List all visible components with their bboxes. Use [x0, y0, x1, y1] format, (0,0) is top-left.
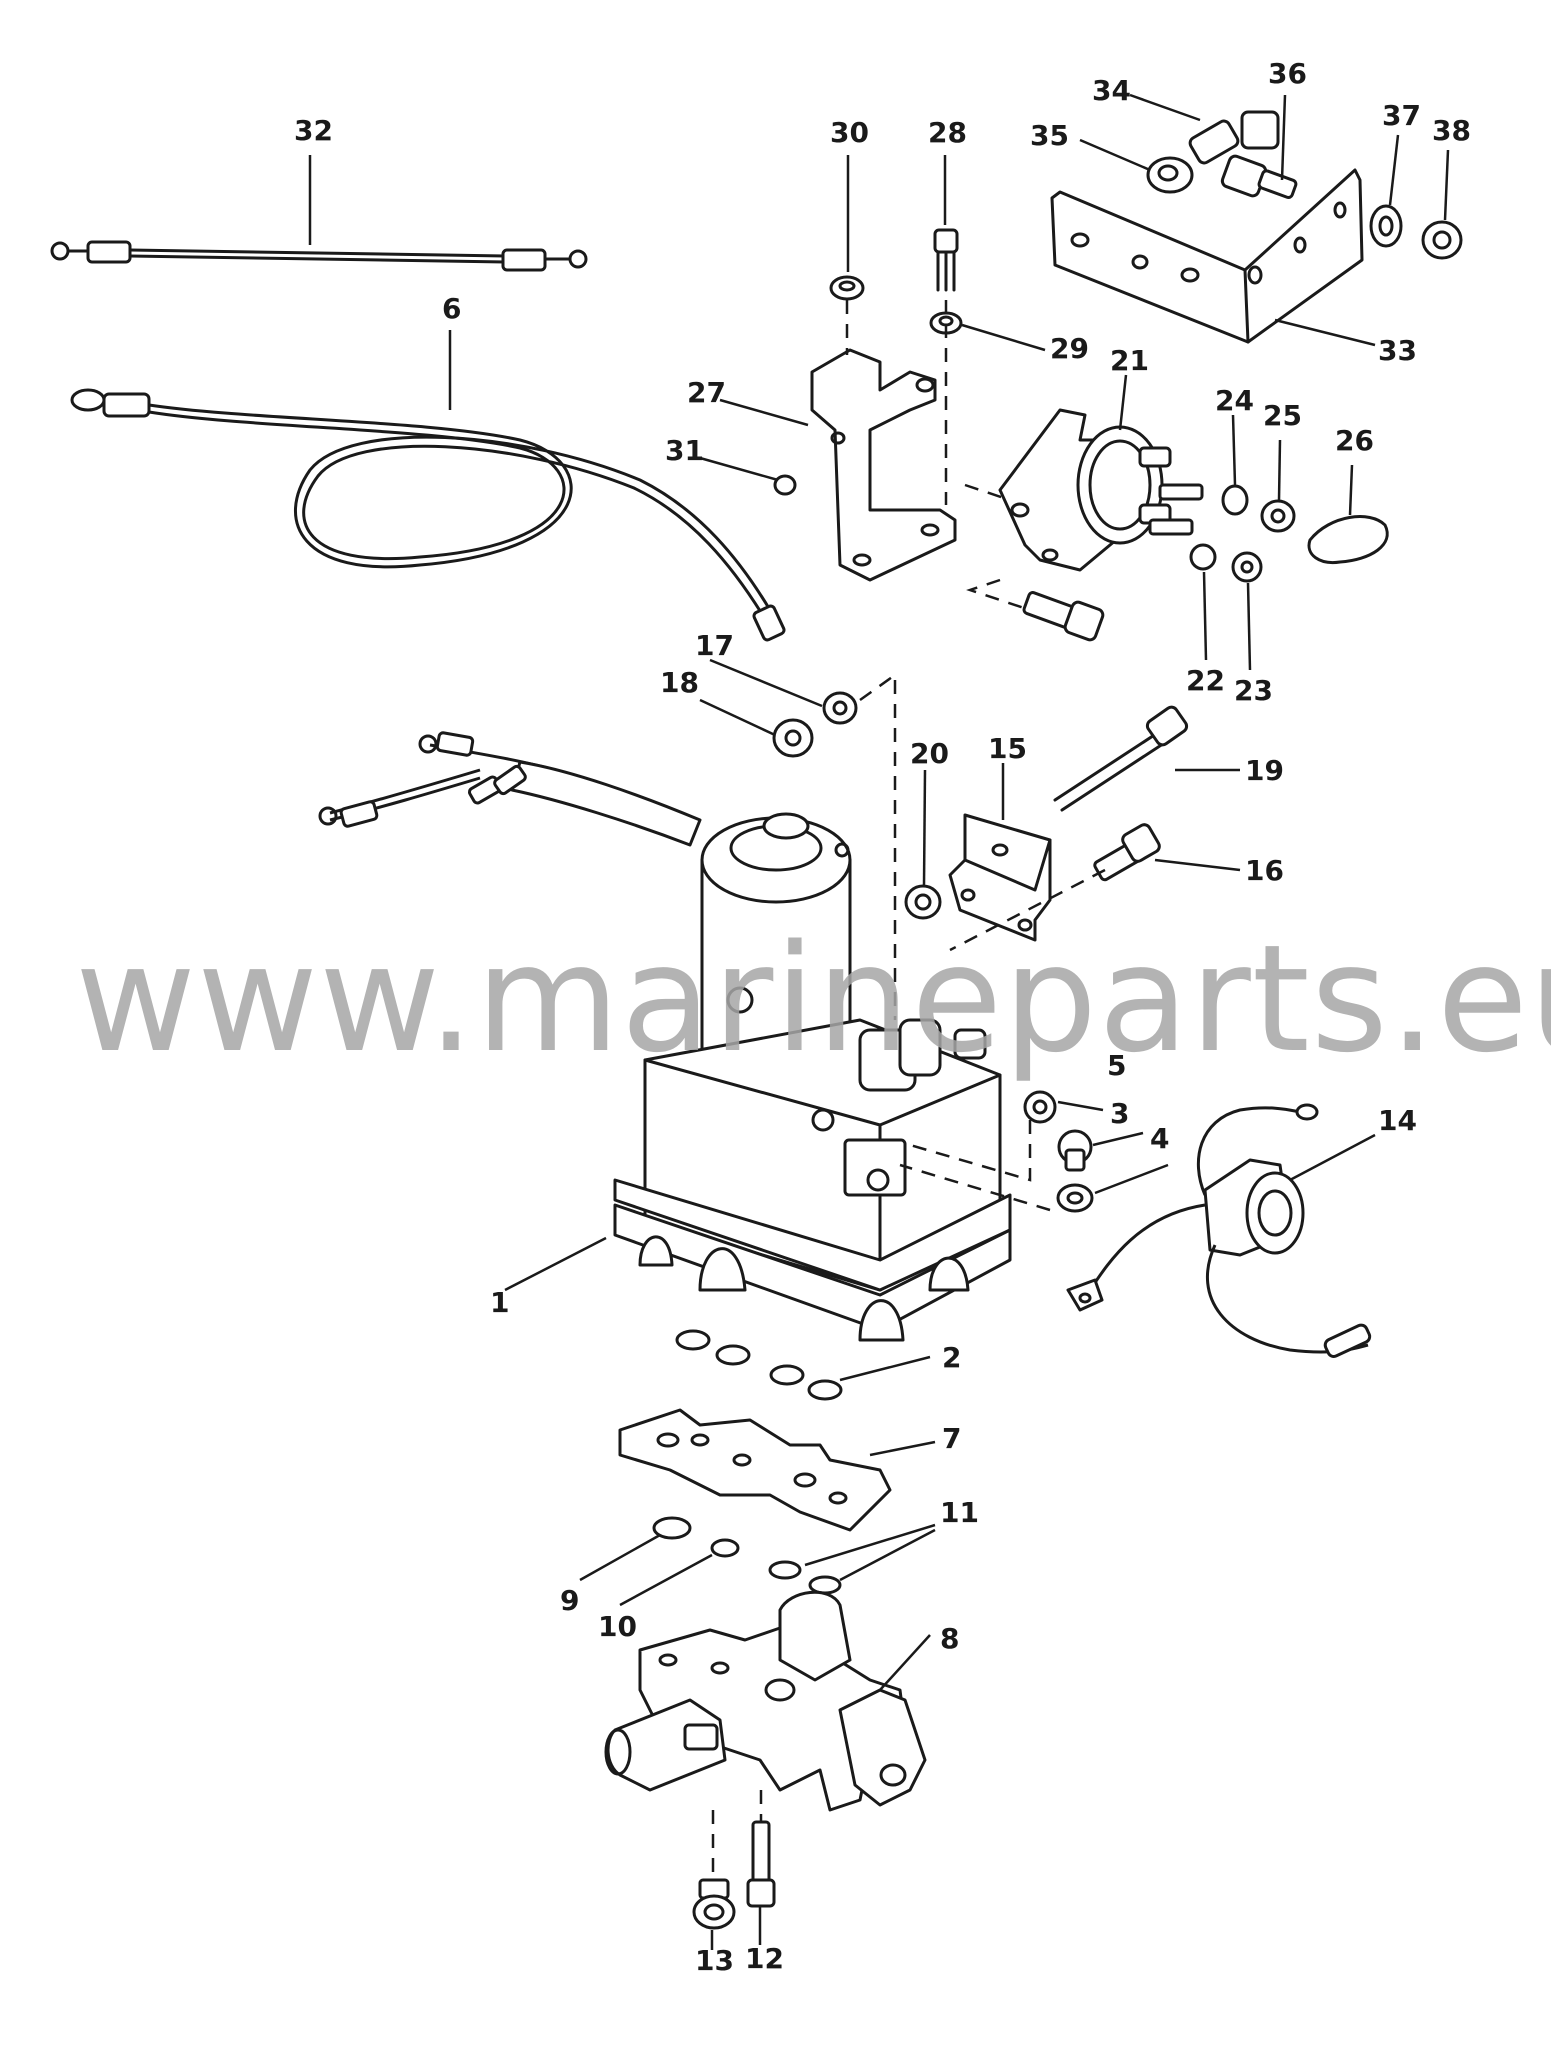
callout-7: 7 [942, 1422, 961, 1455]
part-1-pump-motor [318, 731, 1012, 1342]
part-3-4-5-fasteners [899, 1090, 1094, 1213]
callout-18: 18 [660, 666, 699, 699]
callout-33: 33 [1378, 334, 1417, 367]
callout-8: 8 [940, 1622, 959, 1655]
callout-32: 32 [294, 114, 333, 147]
part-33-l-bracket [1050, 110, 1463, 344]
callout-19: 19 [1245, 754, 1284, 787]
callout-14: 14 [1378, 1104, 1417, 1137]
callout-2: 2 [942, 1341, 961, 1374]
callout-28: 28 [928, 116, 967, 149]
callout-12: 12 [745, 1942, 784, 1975]
callout-11: 11 [940, 1496, 979, 1529]
callout-27: 27 [687, 376, 726, 409]
watermark-text: www.marineparts.eu [75, 913, 1551, 1085]
part-21-solenoid [964, 408, 1389, 642]
callout-21: 21 [1110, 344, 1149, 377]
callout-20: 20 [910, 737, 949, 770]
callout-1: 1 [490, 1286, 509, 1319]
callout-16: 16 [1245, 854, 1284, 887]
callout-37: 37 [1382, 99, 1421, 132]
callout-6: 6 [442, 292, 461, 325]
part-6-long-cable [70, 388, 786, 642]
callout-29: 29 [1050, 332, 1089, 365]
callout-22: 22 [1186, 664, 1225, 697]
callout-23: 23 [1234, 674, 1273, 707]
callout-35: 35 [1030, 119, 1069, 152]
part-27-bracket [773, 228, 963, 582]
callout-5: 5 [1107, 1049, 1126, 1082]
callouts: 1 2 3 4 5 6 7 8 9 10 11 12 13 14 15 16 1… [294, 57, 1471, 1977]
part-8-manifold [604, 1590, 927, 1875]
callout-15: 15 [988, 732, 1027, 765]
callout-26: 26 [1335, 424, 1374, 457]
callout-38: 38 [1432, 114, 1471, 147]
part-12-13-fasteners [692, 1820, 776, 1930]
callout-25: 25 [1263, 399, 1302, 432]
callout-24: 24 [1215, 384, 1254, 417]
callout-9: 9 [560, 1584, 579, 1617]
part-32-short-cable [50, 240, 588, 272]
callout-34: 34 [1092, 74, 1131, 107]
callout-4: 4 [1150, 1122, 1169, 1155]
part-15-bracket-fasteners [772, 672, 1189, 1020]
callout-10: 10 [598, 1610, 637, 1643]
leader-lines [308, 93, 1450, 1950]
part-2-7-gaskets [618, 1329, 892, 1595]
callout-30: 30 [830, 116, 869, 149]
part-14-switch [1066, 1103, 1372, 1358]
callout-13: 13 [695, 1944, 734, 1977]
callout-17: 17 [695, 629, 734, 662]
callout-36: 36 [1268, 57, 1307, 90]
callout-31: 31 [665, 434, 704, 467]
callout-3: 3 [1110, 1097, 1129, 1130]
